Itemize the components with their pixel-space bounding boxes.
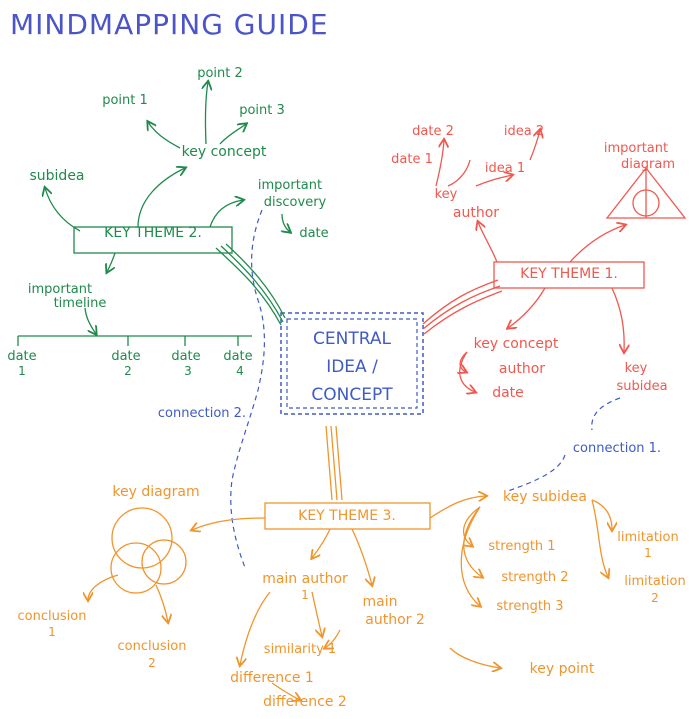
theme1-date2: date 2 [412, 124, 454, 139]
central-idea-node: CENTRAL IDEA / CONCEPT [280, 312, 424, 415]
theme1-label: KEY THEME 1. [520, 266, 618, 282]
timeline-date-3-num: 3 [184, 364, 192, 378]
theme3-similarity: similarity 1 [264, 642, 336, 657]
theme2-point1: point 1 [102, 93, 148, 108]
theme1-date: date [492, 385, 524, 401]
theme2-label: KEY THEME 2. [104, 225, 202, 241]
theme1-subidea-line1: key [625, 361, 648, 376]
theme1-date1: date 1 [391, 152, 433, 167]
theme3-limitation2: limitation [624, 574, 685, 589]
connection-2-label: connection 2. [158, 406, 246, 421]
theme3-branch [88, 425, 612, 700]
theme2-point3: point 3 [239, 103, 285, 118]
theme1-idea1: idea 1 [485, 161, 525, 176]
theme3-limitation1-num: 1 [644, 546, 652, 560]
theme3-limitation2-num: 2 [651, 591, 659, 605]
theme3-key-point: key point [530, 661, 595, 677]
theme3-strength2: strength 2 [501, 570, 568, 585]
theme2-discovery-line2: discovery [264, 195, 327, 210]
theme2-discovery-line1: important [258, 178, 322, 193]
theme3-main-author2-line2: author 2 [365, 612, 425, 628]
theme1-diagram-line1: important [604, 141, 668, 156]
theme3-main-author1-num: 1 [301, 588, 309, 602]
timeline-date-3-label: date [171, 349, 200, 364]
theme3-difference2: difference 2 [263, 694, 347, 710]
theme1-key-author-line2: author [453, 205, 499, 221]
theme3-main-author2-line1: main [363, 594, 398, 610]
timeline-date-2-num: 2 [124, 364, 132, 378]
connection-1-label: connection 1. [573, 441, 661, 456]
timeline-date-2-label: date [111, 349, 140, 364]
central-line1: CENTRAL [313, 329, 391, 349]
theme3-main-author1: main author [262, 571, 348, 587]
theme3-conclusion1-num: 1 [48, 625, 56, 639]
theme2-key-concept: key concept [182, 144, 267, 160]
theme1-key-concept: key concept [474, 336, 559, 352]
timeline-date-4-label: date [223, 349, 252, 364]
theme3-label: KEY THEME 3. [298, 508, 396, 524]
page-title: MINDMAPPING GUIDE [10, 8, 329, 41]
central-line3: CONCEPT [311, 385, 393, 405]
theme3-strength1: strength 1 [488, 539, 555, 554]
theme3-key-diagram: key diagram [112, 484, 199, 500]
theme3-difference1: difference 1 [230, 670, 314, 686]
theme2-discovery-date: date [299, 226, 328, 241]
timeline-date-4-num: 4 [236, 364, 244, 378]
theme2-branch [17, 82, 290, 346]
theme3-key-subidea: key subidea [503, 489, 587, 505]
theme1-author: author [499, 361, 545, 377]
theme1-idea2: idea 2 [504, 124, 544, 139]
theme2-timeline-dates: date 1 date 2 date 3 date 4 [7, 349, 252, 378]
theme3-conclusion2: conclusion [118, 639, 187, 654]
theme1-branch [422, 130, 687, 392]
theme3-strength3: strength 3 [496, 599, 563, 614]
theme2-subidea: subidea [29, 168, 84, 184]
theme2-timeline-line2: timeline [54, 296, 107, 311]
theme1-subidea-line2: subidea [616, 379, 667, 394]
connection-lines [230, 209, 621, 571]
theme2-timeline-line1: important [28, 282, 92, 297]
timeline-date-1-num: 1 [18, 364, 26, 378]
timeline-date-1-label: date [7, 349, 36, 364]
theme3-conclusion2-num: 2 [148, 656, 156, 670]
theme3-conclusion1: conclusion [18, 609, 87, 624]
theme3-limitation1: limitation [617, 530, 678, 545]
theme1-key-author-line1: key [435, 187, 458, 202]
theme2-point2: point 2 [197, 66, 243, 81]
theme1-diagram-line2: diagram [621, 157, 675, 172]
central-line2: IDEA / [326, 357, 378, 377]
